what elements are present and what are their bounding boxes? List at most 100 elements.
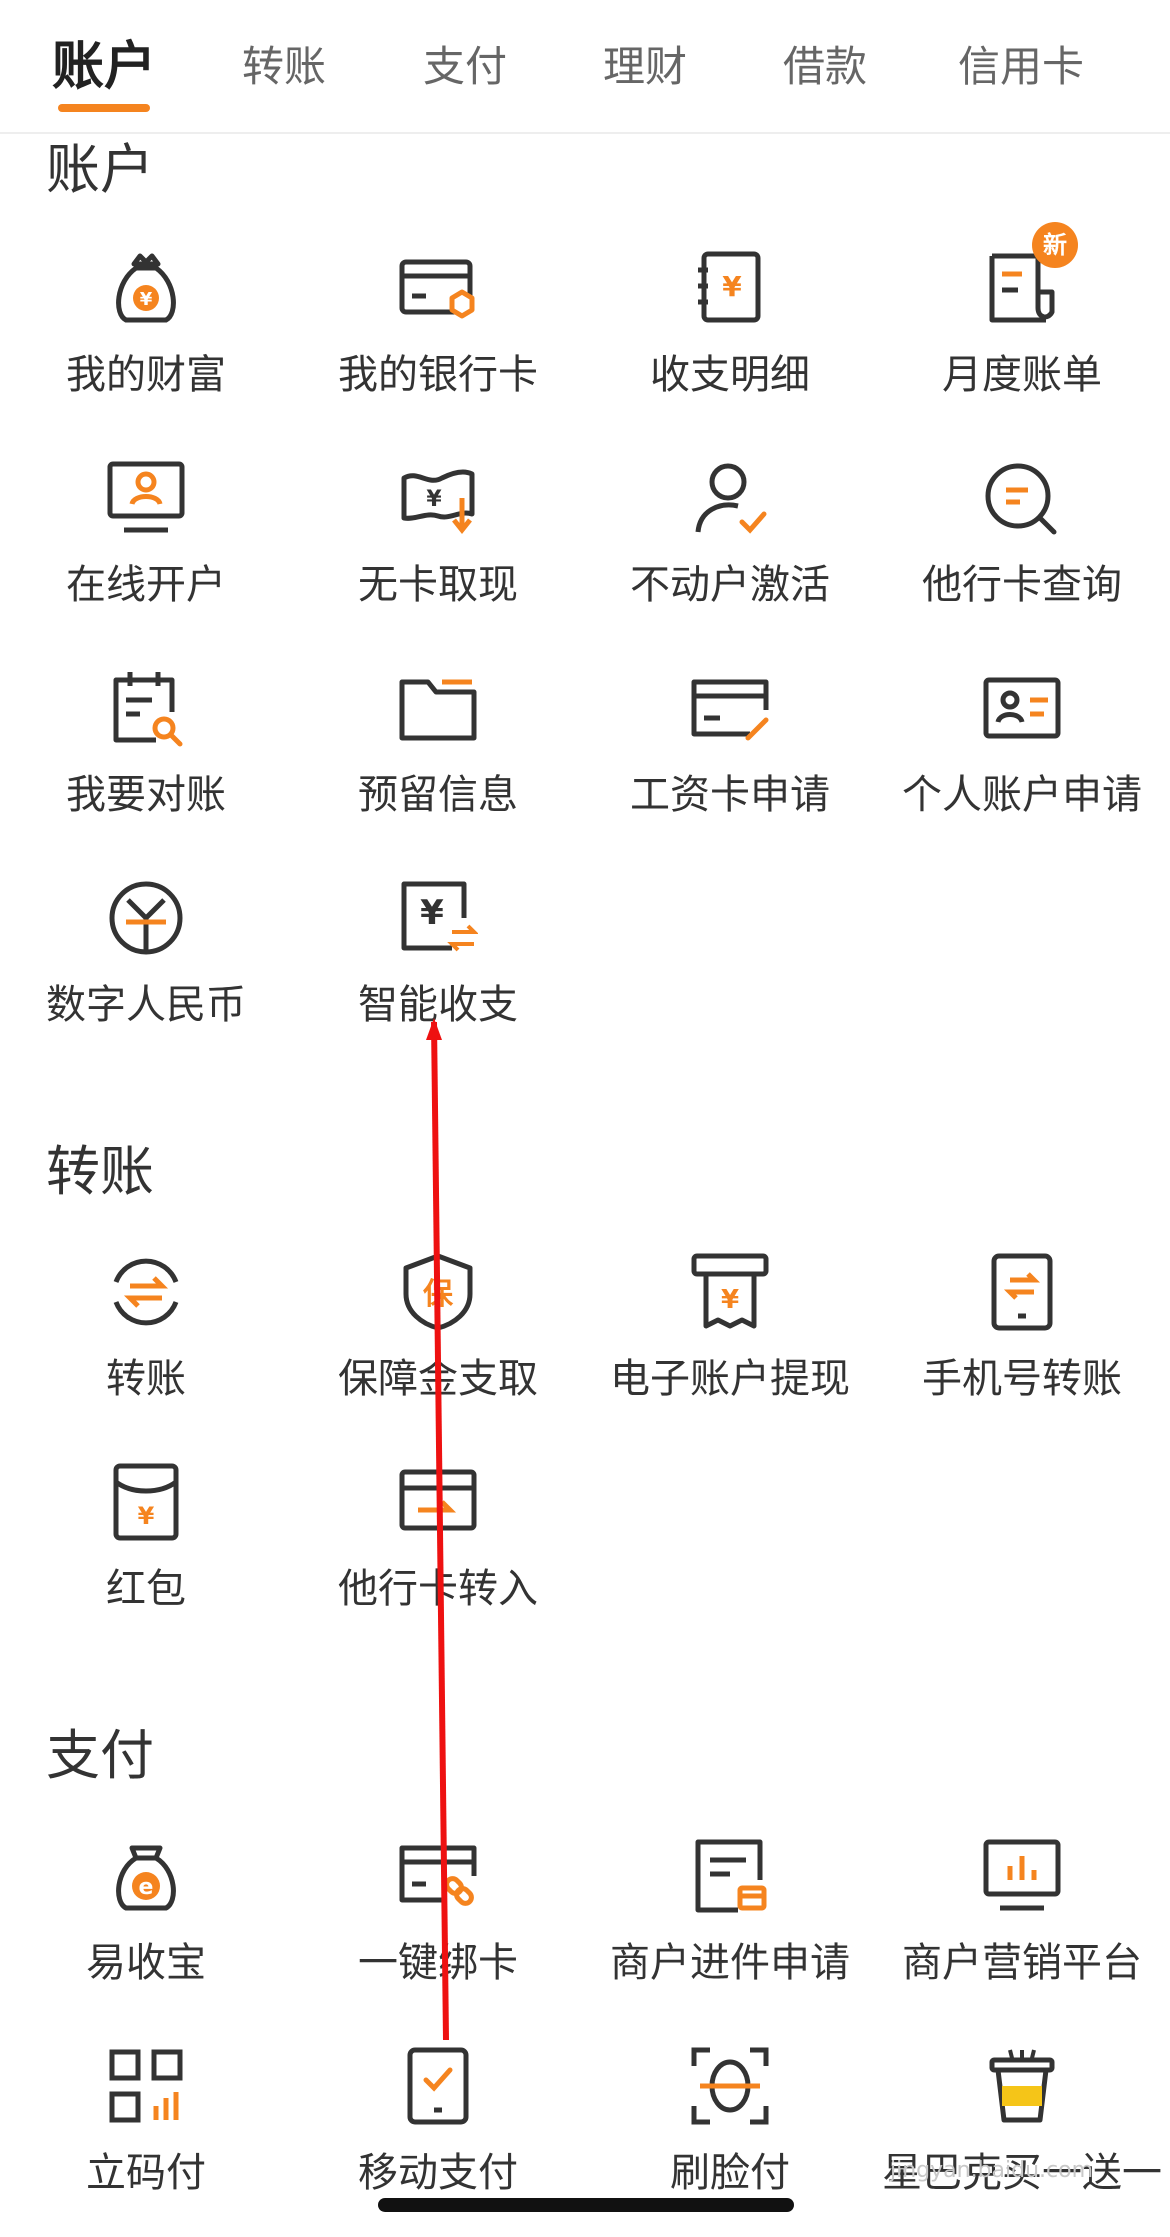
calendar-search-icon — [113, 672, 183, 747]
tab-credit-card[interactable]: 信用卡 — [958, 30, 1084, 110]
svg-text:¥: ¥ — [721, 1285, 739, 1315]
new-badge: 新 — [1032, 222, 1078, 268]
grid-item-smart-finance[interactable]: ¥ 智能收支 — [292, 878, 584, 1058]
grid-item-label: 刷脸付 — [670, 2150, 790, 2196]
grid-item-guarantee-withdrawal[interactable]: 保 保障金支取 — [292, 1252, 584, 1432]
svg-text:保: 保 — [423, 1277, 454, 1312]
grid-item-label: 无卡取现 — [358, 562, 518, 608]
transfer-circle-icon — [113, 1258, 179, 1326]
shield-guarantee-icon: 保 — [403, 1253, 473, 1331]
grid-item-label: 月度账单 — [942, 352, 1102, 398]
grid-item-other-bank-card-query[interactable]: 他行卡查询 — [876, 458, 1168, 638]
grid-item-label: 立码付 — [86, 2150, 206, 2196]
grid-item-one-click-bind-card[interactable]: 一键绑卡 — [292, 1836, 584, 2016]
grid-item-my-wealth[interactable]: ¥ 我的财富 — [0, 248, 292, 428]
grid-item-cardless-cash[interactable]: ¥ 无卡取现 — [292, 458, 584, 638]
tab-payment[interactable]: 支付 — [423, 30, 507, 110]
merchant-doc-icon — [695, 1839, 767, 1913]
grid-item-face-pay[interactable]: 刷脸付 — [584, 2046, 876, 2226]
top-tab-bar: 账户 转账 支付 理财 借款 信用卡 — [0, 0, 1170, 134]
card-edit-icon — [691, 679, 769, 741]
grid-item-label: 手机号转账 — [922, 1356, 1122, 1402]
grid-item-online-account-opening[interactable]: 在线开户 — [0, 458, 292, 638]
grid-item-other-bank-card-transfer-in[interactable]: 他行卡转入 — [292, 1462, 584, 1642]
card-transfer-in-icon — [399, 1469, 477, 1531]
coffee-cup-icon — [989, 2049, 1055, 2123]
svg-text:e: e — [139, 1875, 154, 1900]
marketing-chart-icon — [983, 1839, 1061, 1911]
id-card-icon — [983, 677, 1061, 739]
grid-item-monthly-bill[interactable]: 新 月度账单 — [876, 222, 1168, 428]
monthly-bill-icon — [989, 253, 1055, 323]
grid-item-label: 电子账户提现 — [610, 1356, 850, 1402]
card-link-icon — [399, 1845, 477, 1906]
tab-account[interactable]: 账户 — [52, 30, 157, 112]
grid-item-my-bank-card[interactable]: 我的银行卡 — [292, 248, 584, 428]
grid-item-reserved-info[interactable]: 预留信息 — [292, 668, 584, 848]
tab-transfer[interactable]: 转账 — [242, 30, 326, 110]
grid-item-label: 在线开户 — [66, 562, 226, 608]
active-tab-underline — [58, 104, 151, 112]
money-bag-icon: ¥ — [116, 253, 176, 323]
watermark: jingyan.baidu.com — [890, 2158, 1094, 2183]
tab-label: 支付 — [423, 42, 508, 91]
grid-item-statement[interactable]: ¥ 收支明细 — [584, 248, 876, 428]
grid-item-label: 移动支付 — [358, 2150, 518, 2196]
grid-item-label: 红包 — [106, 1566, 186, 1612]
cardless-cash-icon: ¥ — [401, 469, 475, 535]
grid-item-dormant-activation[interactable]: 不动户激活 — [584, 458, 876, 638]
grid-item-label: 易收宝 — [86, 1940, 206, 1986]
grid-item-reconciliation[interactable]: 我要对账 — [0, 668, 292, 848]
grid-item-yishoubao[interactable]: e 易收宝 — [0, 1836, 292, 2016]
grid-item-personal-account-application[interactable]: 个人账户申请 — [876, 668, 1168, 848]
bank-card-icon — [399, 259, 475, 319]
qr-code-icon — [109, 2049, 183, 2123]
mobile-pay-icon — [407, 2047, 469, 2125]
search-bubble-icon — [985, 463, 1057, 535]
tab-label: 转账 — [242, 42, 327, 91]
grid-item-label: 商户营销平台 — [902, 1940, 1142, 1986]
svg-text:¥: ¥ — [420, 893, 444, 933]
grid-item-red-envelope[interactable]: ¥ 红包 — [0, 1462, 292, 1642]
section-title-transfer: 转账 — [46, 1140, 154, 1203]
grid-item-label: 智能收支 — [358, 982, 518, 1028]
grid-item-label: 我的银行卡 — [338, 352, 538, 398]
svg-text:¥: ¥ — [722, 270, 742, 303]
tab-label: 借款 — [783, 42, 868, 91]
svg-text:¥: ¥ — [426, 487, 442, 512]
e-money-bag-icon: e — [116, 1845, 176, 1911]
grid-item-label: 个人账户申请 — [902, 772, 1142, 818]
grid-item-label: 预留信息 — [358, 772, 518, 818]
grid-item-phone-number-transfer[interactable]: 手机号转账 — [876, 1252, 1168, 1432]
grid-item-label: 一键绑卡 — [358, 1940, 518, 1986]
smart-finance-icon: ¥ — [401, 881, 478, 952]
grid-item-qr-pay[interactable]: 立码付 — [0, 2046, 292, 2226]
tab-label: 账户 — [52, 37, 157, 97]
red-envelope-icon: ¥ — [113, 1463, 179, 1541]
grid-item-salary-card-application[interactable]: 工资卡申请 — [584, 668, 876, 848]
grid-item-label: 他行卡查询 — [922, 562, 1122, 608]
grid-item-transfer[interactable]: 转账 — [0, 1252, 292, 1432]
grid-item-starbucks-bogo[interactable]: 星巴克买一送一 — [876, 2046, 1168, 2226]
svg-text:¥: ¥ — [138, 1502, 155, 1530]
grid-item-e-account-withdrawal[interactable]: ¥ 电子账户提现 — [584, 1252, 876, 1432]
svg-text:¥: ¥ — [140, 289, 153, 310]
tab-wealth[interactable]: 理财 — [603, 30, 687, 110]
section-title-account: 账户 — [46, 138, 154, 201]
tab-loan[interactable]: 借款 — [783, 30, 867, 110]
grid-item-label: 转账 — [106, 1356, 186, 1402]
grid-item-merchant-onboarding[interactable]: 商户进件申请 — [584, 1836, 876, 2016]
grid-item-label: 收支明细 — [650, 352, 810, 398]
grid-item-merchant-marketing[interactable]: 商户营销平台 — [876, 1836, 1168, 2016]
grid-item-label: 工资卡申请 — [630, 772, 830, 818]
home-indicator[interactable] — [378, 2198, 794, 2212]
grid-item-label: 数字人民币 — [46, 982, 246, 1028]
online-account-monitor-icon — [107, 461, 185, 533]
grid-item-digital-rmb[interactable]: 数字人民币 — [0, 878, 292, 1058]
phone-transfer-icon — [991, 1253, 1053, 1331]
grid-item-label: 商户进件申请 — [610, 1940, 850, 1986]
grid-item-label: 星巴克买一送一 — [882, 2150, 1162, 2196]
grid-item-label: 他行卡转入 — [338, 1566, 538, 1612]
digital-rmb-icon — [109, 881, 183, 955]
grid-item-mobile-pay[interactable]: 移动支付 — [292, 2046, 584, 2226]
